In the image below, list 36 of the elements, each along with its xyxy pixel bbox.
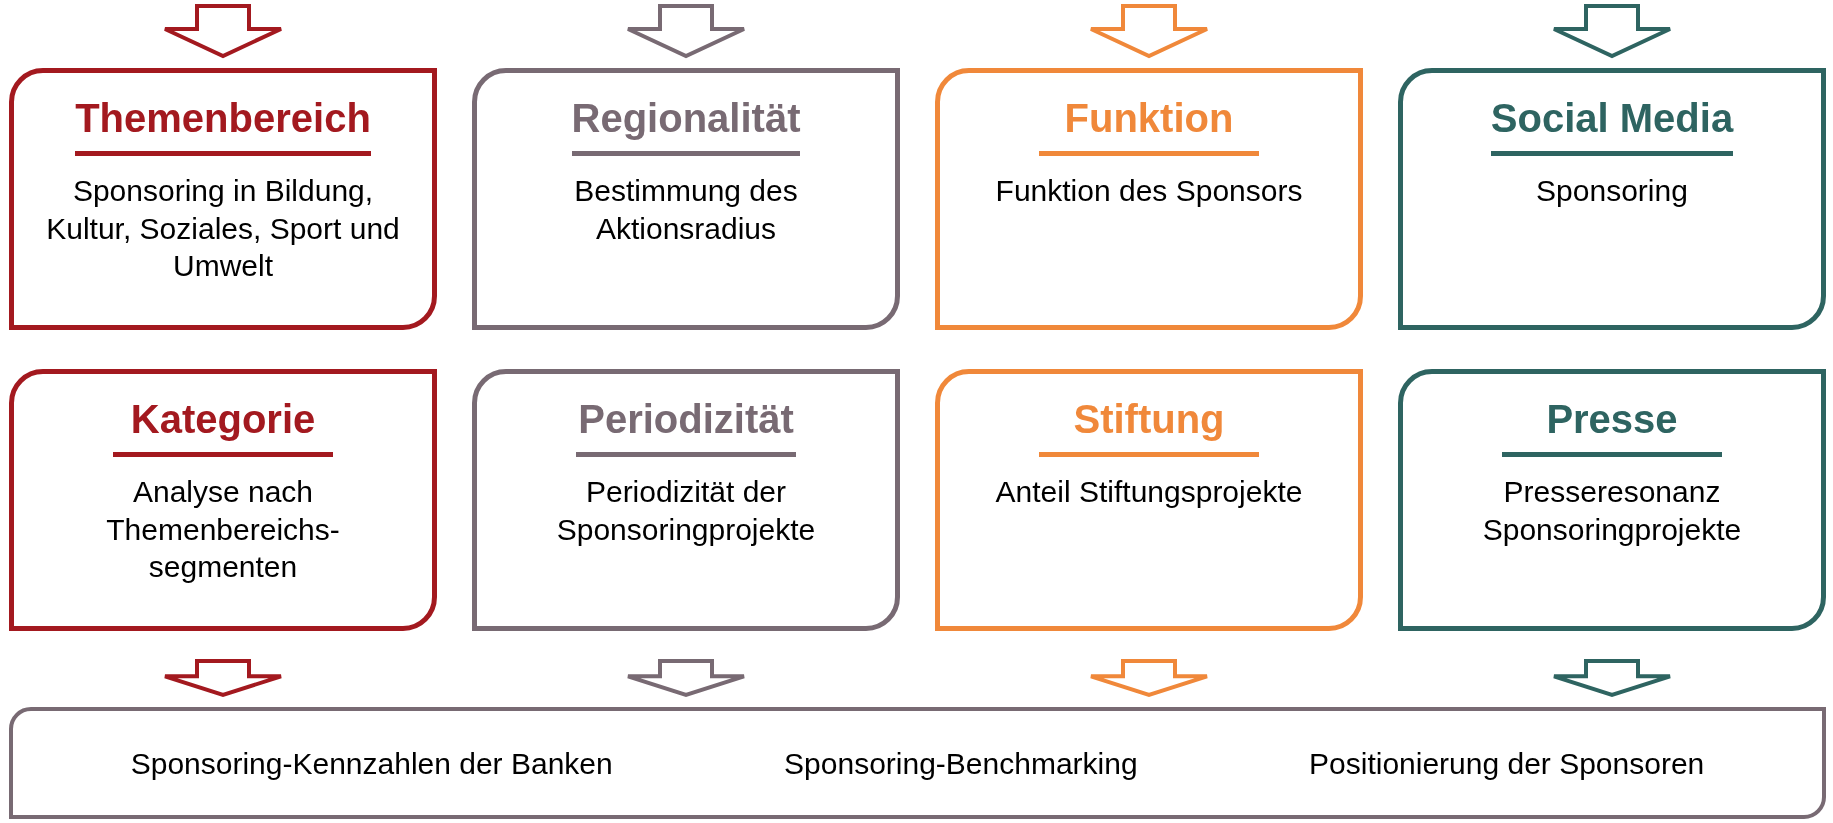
category-card	[935, 369, 1363, 631]
category-card	[1398, 68, 1826, 330]
result-text: Positionierung der Sponsoren	[1309, 745, 1705, 782]
block-arrow	[163, 4, 283, 59]
card-description: Analyse nach Themenbereichs-segmenten	[105, 474, 341, 585]
category-card	[1398, 369, 1826, 631]
card-title: Kategorie	[113, 394, 333, 457]
card-description: Sponsoring	[1536, 173, 1688, 209]
card-title: Presse	[1502, 394, 1722, 457]
category-card	[472, 369, 900, 631]
block-arrow	[1089, 4, 1209, 59]
card-description: Bestimmung des Aktionsradius	[573, 173, 799, 247]
category-card	[935, 68, 1363, 330]
block-arrow	[626, 659, 746, 698]
result-bar	[9, 707, 1826, 819]
block-arrow	[1552, 4, 1672, 59]
card-title: Periodizität	[576, 394, 796, 457]
result-text: Sponsoring-Kennzahlen der Banken	[130, 745, 613, 782]
category-card	[9, 369, 437, 631]
card-title: Regionalität	[571, 93, 801, 156]
card-description: Anteil Stiftungsprojekte	[995, 474, 1303, 510]
block-arrow	[1089, 659, 1209, 698]
card-title: Social Media	[1490, 93, 1734, 156]
card-description: Periodizität der Sponsoringprojekte	[555, 474, 817, 548]
card-title: Themenbereich	[75, 93, 371, 156]
block-arrow	[1552, 659, 1672, 698]
card-description: Presseresonanz Sponsoringprojekte	[1481, 474, 1743, 548]
result-text: Sponsoring-Benchmarking	[784, 745, 1138, 782]
block-arrow	[626, 4, 746, 59]
category-card	[472, 68, 900, 330]
card-title: Funktion	[1039, 93, 1259, 156]
card-description: Sponsoring in Bildung, Kultur, Soziales, Sport und Umwelt	[45, 173, 401, 284]
card-description: Funktion des Sponsors	[995, 173, 1303, 209]
block-arrow	[163, 659, 283, 698]
card-title: Stiftung	[1039, 394, 1259, 457]
category-card	[9, 68, 437, 330]
